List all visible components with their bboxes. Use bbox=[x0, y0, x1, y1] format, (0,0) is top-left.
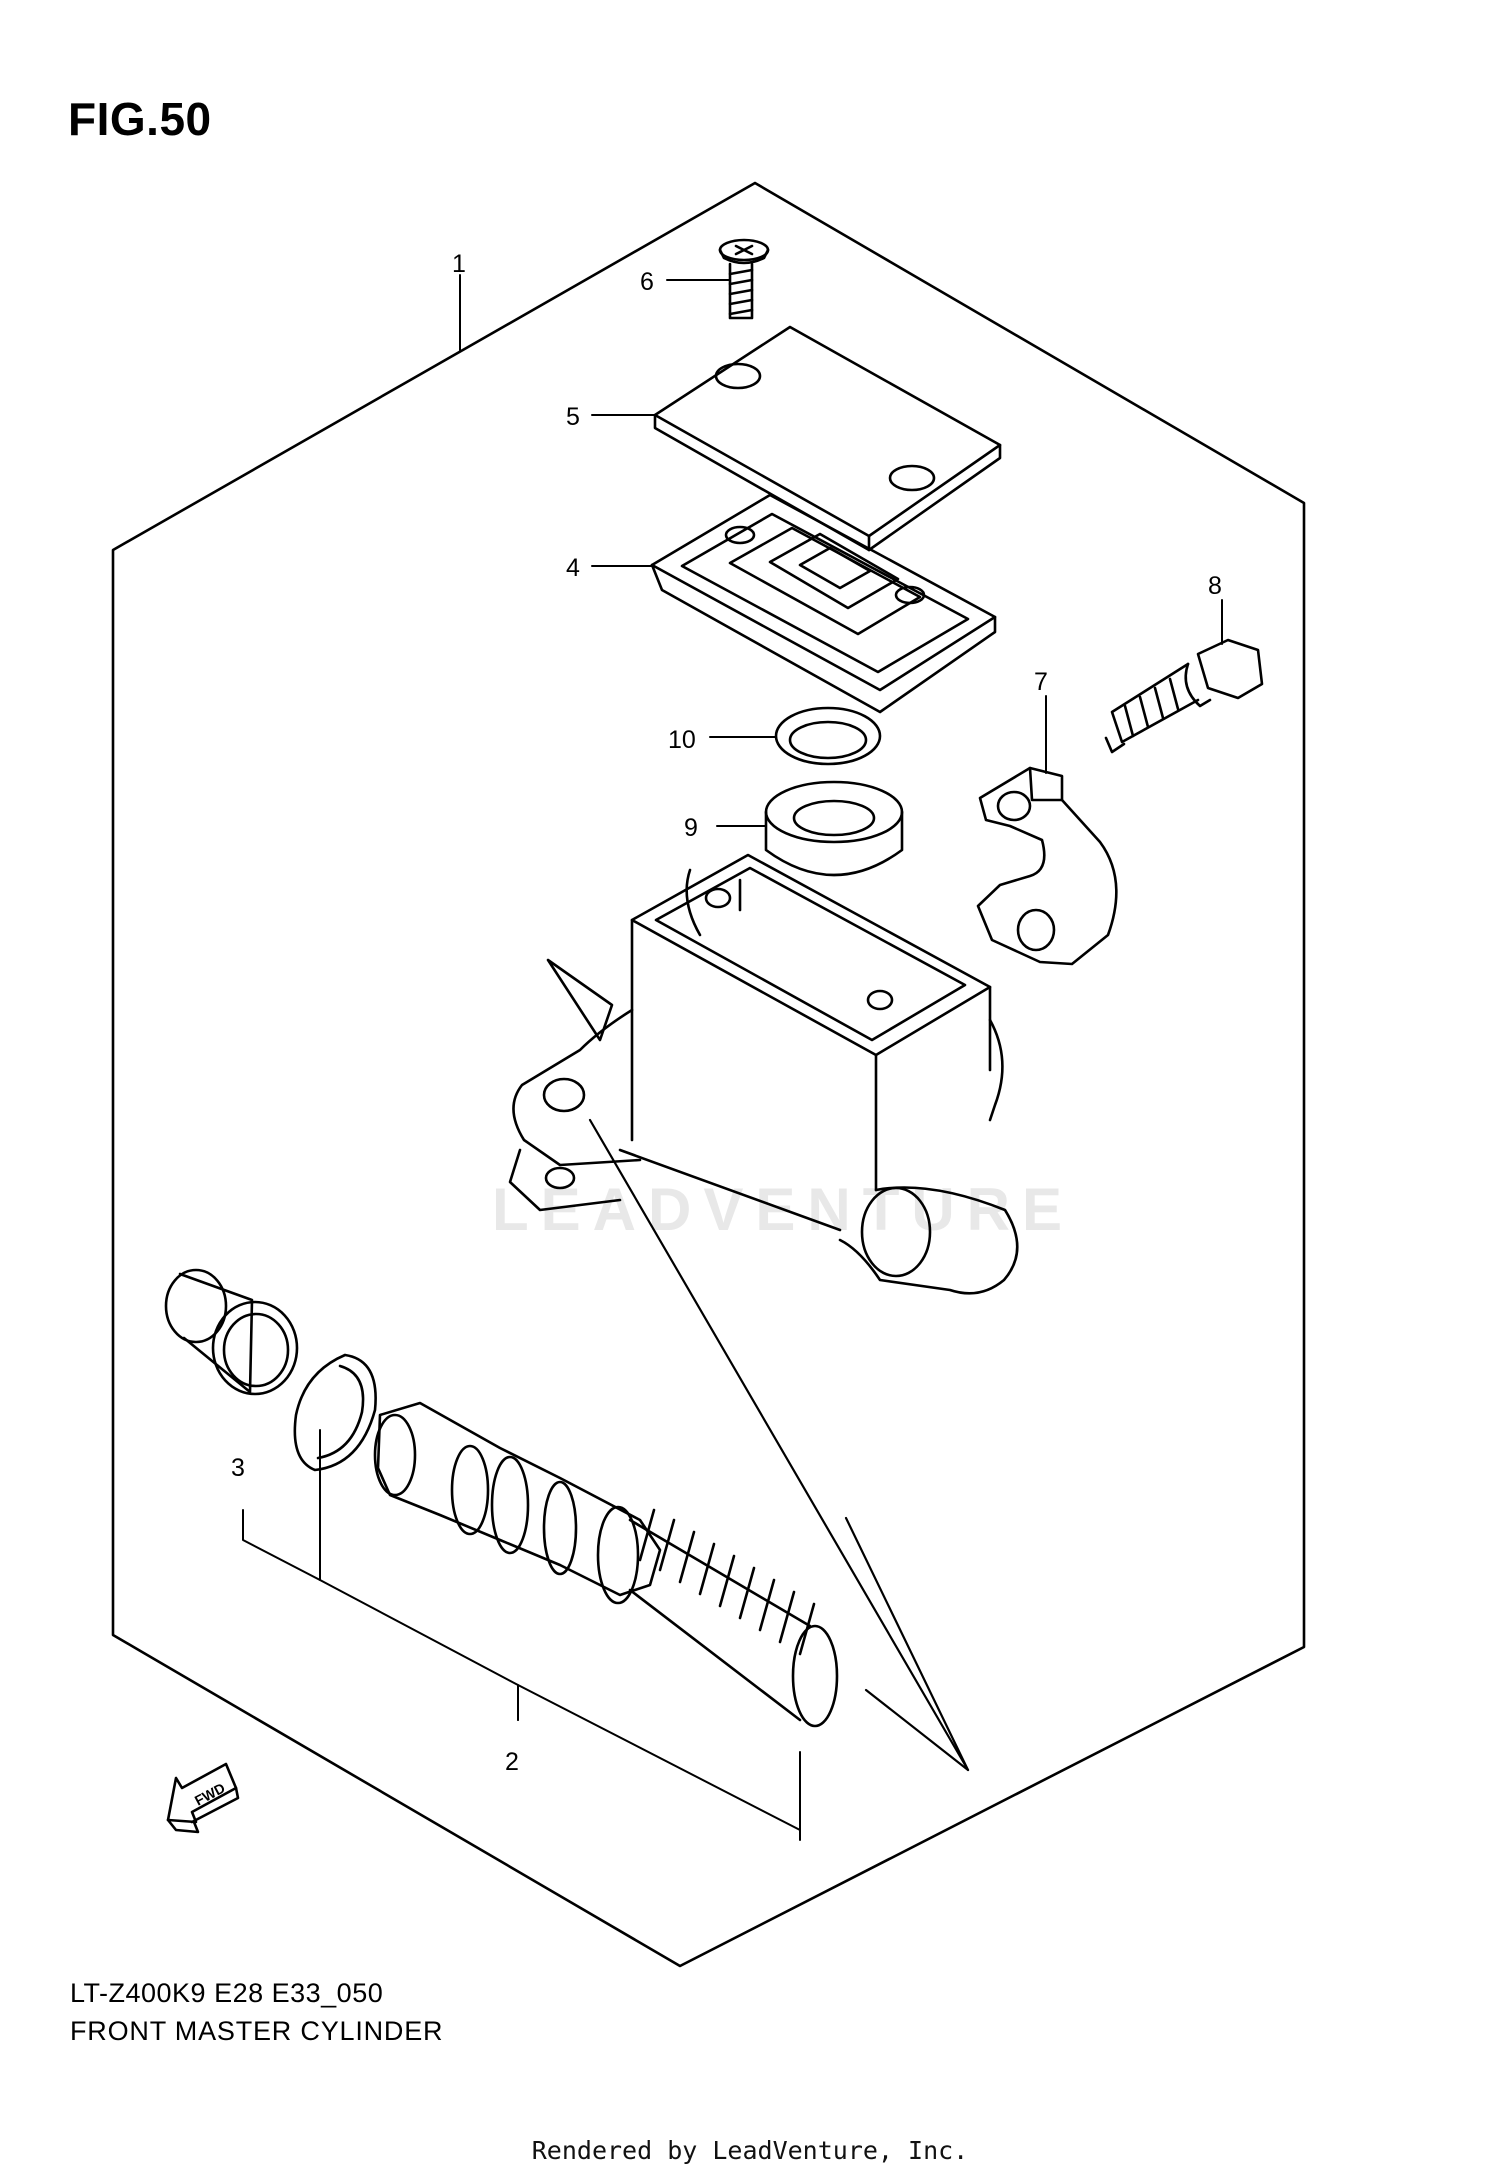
master-cylinder-body bbox=[508, 853, 1019, 1295]
fwd-arrow-icon: FWD bbox=[166, 1762, 240, 1834]
assembly-frame bbox=[111, 181, 1306, 1968]
callout-7: 7 bbox=[1034, 668, 1048, 696]
part-8-bolt bbox=[1104, 638, 1264, 754]
callout-8: 8 bbox=[1208, 572, 1222, 600]
part-3-cap bbox=[164, 1268, 299, 1396]
callout-10: 10 bbox=[668, 726, 696, 754]
callout-4: 4 bbox=[566, 554, 580, 582]
part-7-clamp bbox=[976, 766, 1118, 966]
watermark: LEADVENTURE bbox=[492, 1176, 1075, 1243]
footer-credit: Rendered by LeadVenture, Inc. bbox=[531, 2136, 969, 2165]
callout-5: 5 bbox=[566, 403, 580, 431]
callout-9: 9 bbox=[684, 814, 698, 842]
piston-assembly bbox=[373, 1401, 839, 1728]
part-10-ring bbox=[774, 706, 882, 766]
circlip bbox=[293, 1353, 377, 1472]
callout-leaders bbox=[242, 274, 1223, 1841]
callout-6: 6 bbox=[640, 268, 654, 296]
callout-1: 1 bbox=[452, 250, 466, 278]
part-9-boot bbox=[764, 780, 904, 877]
part-6-screw bbox=[718, 238, 770, 320]
callout-3: 3 bbox=[231, 1454, 245, 1482]
part-4-diaphragm bbox=[650, 493, 997, 714]
part-5-reservoir-cap bbox=[653, 325, 1002, 552]
figure-name: FRONT MASTER CYLINDER bbox=[70, 2016, 444, 2046]
callout-2: 2 bbox=[505, 1748, 519, 1776]
figure-title: FIG.50 bbox=[68, 93, 212, 145]
model-code: LT-Z400K9 E28 E33_050 bbox=[70, 1978, 384, 2008]
